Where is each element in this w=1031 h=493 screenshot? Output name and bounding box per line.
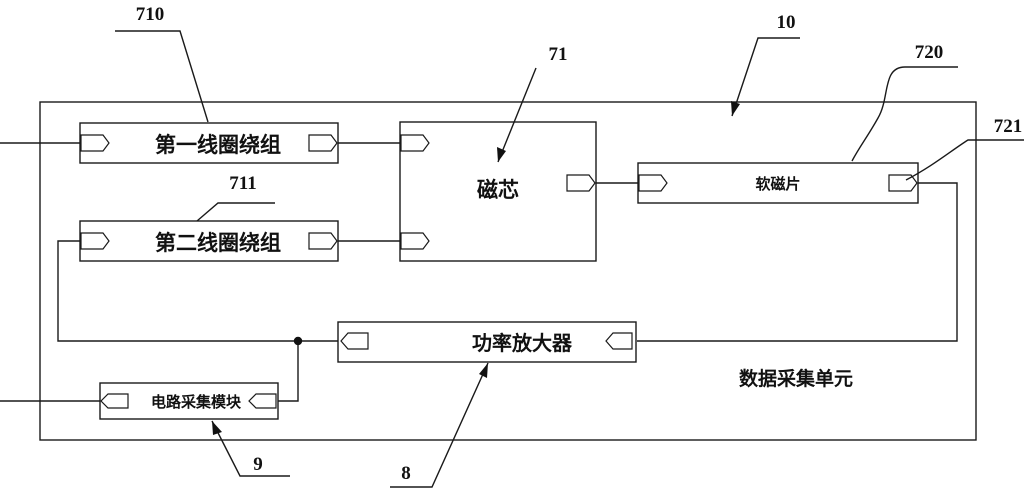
ref-8: 8: [401, 463, 411, 484]
coil2-input-port: [80, 232, 110, 250]
leader-71: [497, 67, 537, 163]
circuit-module-input-port: [248, 393, 277, 409]
wire-junction-circuit: [278, 341, 299, 402]
circuit-module-output-port: [100, 393, 129, 409]
junction-dot: [293, 336, 303, 346]
wire-coil2-amplifier: [57, 240, 338, 342]
core-input-port-1: [400, 134, 430, 152]
ref-9: 9: [253, 454, 263, 475]
coil2-block: 第二线圈绕组: [79, 220, 339, 262]
arrow-71: [497, 147, 506, 162]
arrow-8: [479, 363, 488, 378]
leader-710: [115, 30, 209, 123]
coil1-label: 第一线圈绕组: [155, 133, 281, 157]
leader-720: [851, 66, 958, 162]
ref-71: 71: [549, 44, 568, 65]
soft-sheet-output-port: [888, 174, 918, 192]
ref-710: 710: [136, 4, 165, 25]
amplifier-block: 功率放大器: [337, 321, 637, 363]
circuit-module-label: 电路采集模块: [151, 393, 242, 411]
leader-9: [211, 420, 290, 477]
coil1-input-port: [80, 134, 110, 152]
amplifier-label: 功率放大器: [472, 331, 573, 355]
leader-8: [390, 362, 489, 488]
ref-721: 721: [994, 116, 1023, 137]
soft-sheet-block: 软磁片: [637, 162, 919, 204]
soft-sheet-input-port: [638, 174, 668, 192]
core-output-port: [566, 174, 596, 192]
arrow-9: [212, 421, 222, 435]
amplifier-input-port: [605, 332, 633, 350]
leader-711: [196, 202, 275, 222]
core-input-port-2: [400, 232, 430, 250]
ref-720: 720: [915, 42, 944, 63]
coil1-output-port: [308, 134, 338, 152]
leader-10: [731, 37, 800, 117]
ref-10: 10: [777, 12, 796, 33]
coil2-label: 第二线圈绕组: [155, 231, 281, 255]
coil1-block: 第一线圈绕组: [79, 122, 339, 164]
soft-sheet-label: 软磁片: [755, 175, 800, 193]
amplifier-output-port: [340, 332, 369, 350]
coil2-output-port: [308, 232, 338, 250]
ref-711: 711: [229, 173, 256, 194]
core-label: 磁芯: [477, 178, 519, 202]
core-block: 磁芯: [399, 121, 597, 262]
arrow-10: [731, 101, 740, 116]
wire-sheet-amplifier: [637, 182, 958, 342]
leader-721: [905, 139, 1024, 181]
circuit-module-block: 电路采集模块: [99, 382, 279, 420]
unit-label: 数据采集单元: [739, 367, 853, 390]
